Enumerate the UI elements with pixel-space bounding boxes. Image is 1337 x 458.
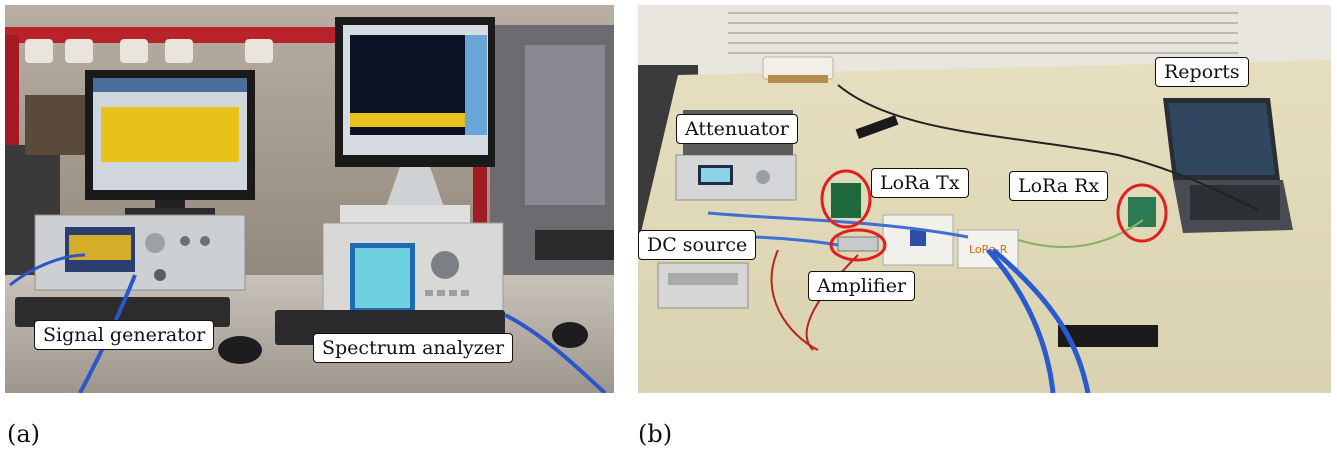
- highlight-ring-lora-rx: [1116, 183, 1168, 243]
- photo-panel-b: LoRa-R Attenuator LoRa Tx LoRa Rx Report…: [638, 5, 1331, 393]
- label-lora-tx: LoRa Tx: [871, 168, 969, 198]
- panel-letter-a: (a): [7, 420, 41, 448]
- label-attenuator: Attenuator: [676, 114, 798, 144]
- panel-letter-b: (b): [638, 420, 673, 448]
- highlight-ring-lora-tx: [820, 169, 872, 229]
- photo-panel-a: Signal generator Spectrum analyzer: [5, 5, 614, 393]
- photo-lora-setup: LoRa-R: [638, 5, 1331, 393]
- label-dc-source: DC source: [638, 230, 757, 260]
- label-reports: Reports: [1155, 57, 1249, 87]
- label-signal-generator: Signal generator: [34, 320, 215, 350]
- label-lora-rx: LoRa Rx: [1009, 171, 1109, 201]
- highlight-ring-amplifier: [829, 228, 887, 262]
- label-spectrum-analyzer: Spectrum analyzer: [313, 333, 514, 363]
- label-amplifier: Amplifier: [808, 271, 916, 301]
